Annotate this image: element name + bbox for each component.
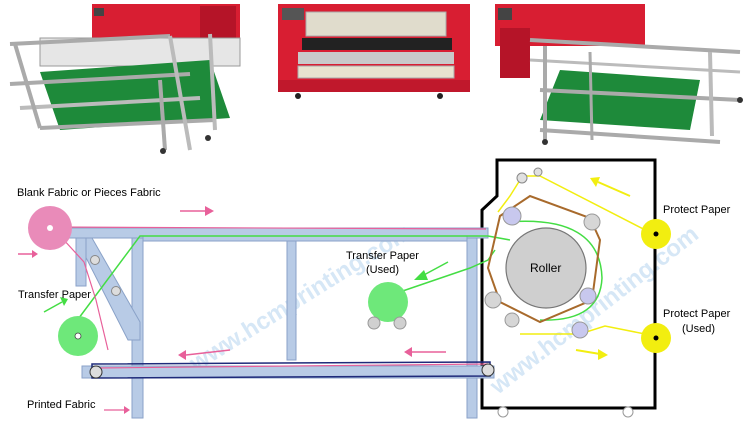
used-transfer-paper-roll — [368, 282, 408, 322]
fabric-path — [51, 226, 489, 369]
machine-photo-right — [495, 4, 743, 145]
housing-roller-l — [484, 291, 502, 309]
label-transfer-paper-used-line2: (Used) — [366, 264, 399, 276]
housing-roller-bl — [504, 312, 520, 328]
housing-roller-tr — [583, 213, 601, 231]
machine-housing — [480, 158, 657, 410]
used-transfer-paper-guide-right — [393, 316, 407, 330]
label-protect-paper-used-line2: (Used) — [682, 323, 715, 335]
guide-roller-4 — [481, 363, 495, 377]
label-printed-fabric: Printed Fabric — [27, 399, 96, 411]
machine-photo-left — [9, 4, 241, 154]
guide-roller-2 — [111, 286, 121, 296]
housing-roller-r — [579, 287, 597, 305]
guide-roller-1 — [90, 255, 100, 265]
direction-arrows — [18, 177, 631, 414]
main-roller-label: Roller — [530, 261, 561, 275]
label-transfer-paper: Transfer Paper — [18, 289, 91, 301]
label-blank-fabric: Blank Fabric or Pieces Fabric — [17, 187, 161, 199]
housing-wheel-left — [497, 406, 509, 418]
main-roller — [505, 227, 587, 309]
machine-photo-front — [278, 4, 470, 99]
housing-roller-br — [571, 321, 589, 339]
transfer-paper-roll-core — [74, 332, 82, 340]
protect-paper-roll-core — [653, 231, 659, 237]
protect-paper-used-roll-core — [653, 335, 659, 341]
housing-roller-tl — [502, 206, 522, 226]
housing-roller-top — [516, 172, 528, 184]
frame-leg-right — [466, 237, 478, 419]
guide-roller-3 — [89, 365, 103, 379]
housing-roller-top2 — [533, 167, 543, 177]
label-transfer-paper-used-line1: Transfer Paper — [346, 250, 419, 262]
housing-wheel-right — [622, 406, 634, 418]
used-transfer-paper-guide-left — [367, 316, 381, 330]
frame-leg-center — [286, 237, 297, 361]
blank-fabric-roll-core — [47, 225, 53, 231]
label-protect-paper-used-line1: Protect Paper — [663, 308, 731, 320]
label-protect-paper: Protect Paper — [663, 204, 731, 216]
